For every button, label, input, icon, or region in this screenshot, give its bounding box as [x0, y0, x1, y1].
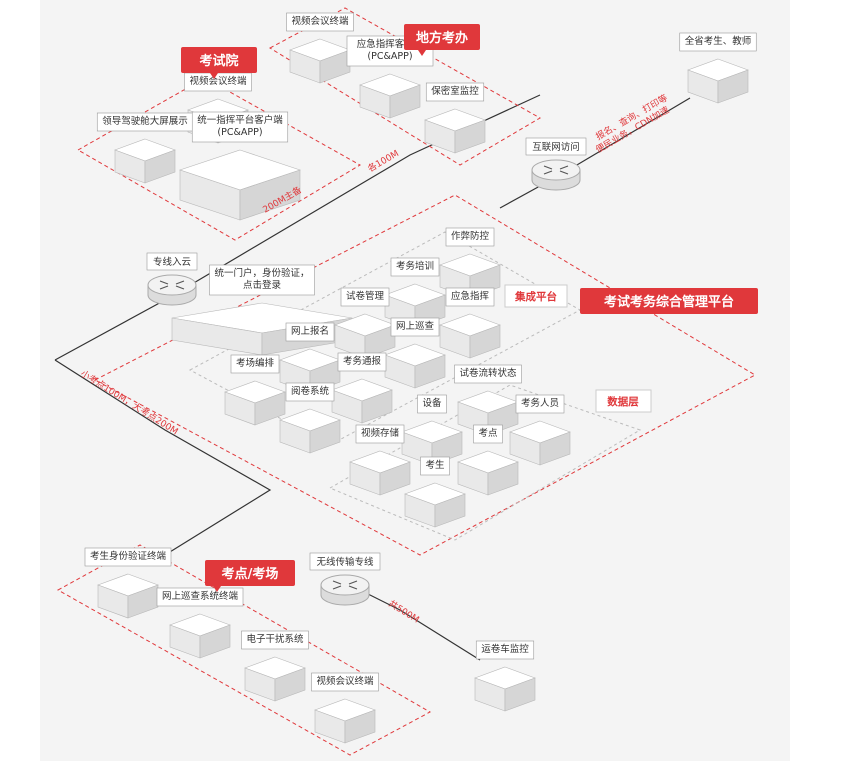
- node-label: 领导驾驶舱大屏展示: [102, 115, 188, 127]
- router-label: 专线入云: [153, 256, 191, 268]
- node-label: 点击登录: [243, 279, 282, 291]
- label-data-layer: 数据层: [595, 389, 652, 413]
- router-internet-access: 互联网访问: [525, 137, 587, 191]
- node-label: 网上报名: [291, 325, 329, 337]
- link-label-site-bandwidth: 小考点100M，大考点200M: [78, 367, 180, 437]
- node-label: 统一指挥平台客户端: [197, 114, 283, 126]
- node-label: 网上巡查系统终端: [162, 590, 239, 602]
- node-label: 设备: [422, 397, 442, 409]
- node-exam-training: 考务培训: [384, 257, 446, 329]
- router-dedicated-cloud: 专线入云: [146, 252, 198, 306]
- node-device: 设备: [401, 394, 463, 466]
- svg-text:数据层: 数据层: [606, 395, 639, 408]
- node-label: 保密室监控: [431, 85, 479, 97]
- node-jammer: 电子干扰系统: [241, 630, 309, 702]
- node-examinee: 考生: [404, 456, 466, 528]
- node-label: 试卷管理: [346, 290, 385, 302]
- node-video-conf-1: 视频会议终端: [286, 12, 354, 84]
- node-label: 考生: [425, 459, 445, 471]
- node-online-reg: 网上报名: [279, 322, 341, 394]
- node-label: 考点: [478, 428, 498, 439]
- node-label: 视频会议终端: [189, 75, 247, 87]
- node-label: 阅卷系统: [291, 385, 330, 397]
- node-label: 统一门户，身份验证，: [214, 267, 309, 279]
- node-label: 考务通报: [343, 355, 382, 367]
- node-vault-monitor: 保密室监控: [424, 82, 486, 154]
- svg-text:地方考办: 地方考办: [416, 30, 468, 46]
- node-label: 全省考生、教师: [685, 35, 752, 47]
- svg-text:考试考务综合管理平台: 考试考务综合管理平台: [604, 294, 734, 310]
- tag-local-office: 地方考办: [404, 24, 480, 56]
- node-paper-mgmt: 试卷管理: [334, 287, 396, 359]
- svg-text:集成平台: 集成平台: [514, 290, 557, 303]
- node-label: 运卷车监控: [481, 643, 529, 655]
- node-exam-report: 考务通报: [331, 352, 393, 424]
- node-emergency-cmd: 应急指挥: [439, 287, 501, 359]
- node-label: 考务培训: [396, 260, 434, 272]
- node-patrol-terminal: 网上巡查系统终端: [156, 587, 244, 659]
- node-marking-system: 阅卷系统: [279, 382, 341, 454]
- router-label: 互联网访问: [532, 141, 580, 153]
- node-anti-cheat: 作弊防控: [439, 227, 501, 299]
- node-label: 电子干扰系统: [246, 633, 304, 645]
- node-video-storage: 视频存储: [349, 424, 411, 496]
- node-label: 网上巡查: [396, 320, 435, 332]
- node-label: 考务人员: [521, 397, 559, 409]
- node-staff: 考务人员: [509, 394, 571, 466]
- node-transport-monitor: 运卷车监控: [474, 640, 536, 712]
- node-label: 考场编排: [236, 357, 275, 369]
- node-online-patrol: 网上巡查: [384, 317, 446, 389]
- node-label: (PC&APP): [367, 51, 412, 62]
- region-exam-site-outline: [56, 544, 432, 756]
- region-platform-outline: [93, 194, 757, 556]
- link-label-500m: 共500M: [386, 598, 421, 625]
- router-label: 无线传输专线: [316, 556, 374, 568]
- node-exam-point: 考点: [457, 424, 519, 496]
- node-all-users: 全省考生、教师: [679, 32, 757, 104]
- region-exam-institute-outline: [76, 77, 361, 241]
- node-label: 视频会议终端: [291, 15, 349, 27]
- node-paper-flow: 试卷流转状态: [454, 364, 522, 436]
- tag-exam-site: 考点/考场: [205, 560, 295, 592]
- node-label: 应急指挥: [451, 290, 490, 302]
- node-label: 视频存储: [361, 427, 400, 439]
- node-label: 作弊防控: [451, 230, 490, 242]
- node-unified-portal: 统一门户，身份验证，点击登录: [171, 264, 353, 356]
- node-id-verify: 考生身份验证终端: [84, 547, 172, 619]
- node-label: 试卷流转状态: [459, 367, 517, 379]
- node-leader-screen: 领导驾驶舱大屏展示: [96, 112, 194, 184]
- svg-text:考点/考场: 考点/考场: [222, 566, 279, 582]
- datalayer-outline: [328, 384, 642, 541]
- router-wireless: 无线传输专线: [309, 552, 381, 606]
- node-video-conf-3: 视频会议终端: [311, 672, 379, 744]
- label-integration-platform: 集成平台: [504, 284, 568, 308]
- tag-exam-institute: 考试院: [181, 47, 257, 79]
- tag-management-platform: 考试考务综合管理平台: [580, 288, 758, 314]
- node-room-arrange: 考场编排: [224, 354, 286, 426]
- node-label: 考生身份验证终端: [90, 550, 167, 562]
- node-label: (PC&APP): [217, 127, 262, 138]
- node-unified-client: 统一指挥平台客户端(PC&APP): [179, 111, 301, 221]
- node-label: 视频会议终端: [316, 675, 374, 687]
- svg-text:考试院: 考试院: [199, 53, 238, 69]
